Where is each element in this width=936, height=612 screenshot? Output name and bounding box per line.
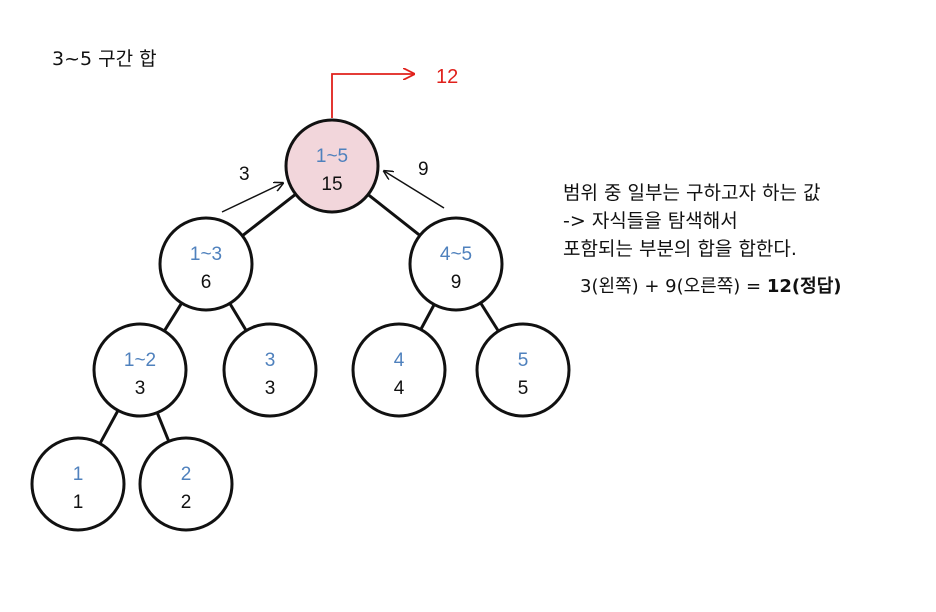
node-sum-label: 5 [518, 378, 529, 399]
node-circle [138, 436, 234, 532]
node-range-label: 1 [73, 464, 84, 485]
right-arrow-label: 9 [418, 159, 429, 180]
tree-node-n6: 44 [351, 322, 447, 418]
tree-node-n4: 1~23 [92, 322, 188, 418]
node-range-label: 4 [394, 350, 405, 371]
explanation-line-2: -> 자식들을 탐색해서 [563, 210, 738, 232]
node-circle [222, 322, 318, 418]
node-range-label: 1~2 [124, 350, 156, 371]
left-child-up-arrow [221, 183, 283, 213]
node-circle [475, 322, 571, 418]
node-sum-label: 15 [321, 174, 342, 195]
right-child-up-arrow [384, 171, 445, 209]
tree-edge-n1-n2 [241, 193, 297, 237]
tree-node-n7: 55 [475, 322, 571, 418]
node-sum-label: 1 [73, 492, 84, 513]
tree-node-n3: 4~59 [408, 216, 504, 312]
explanation-line-1: 범위 중 일부는 구하고자 하는 값 [563, 182, 821, 204]
tree-node-n9: 22 [138, 436, 234, 532]
tree-edge-n3-n6 [419, 303, 436, 331]
tree-edge-n1-n3 [367, 193, 421, 237]
node-sum-label: 6 [201, 272, 212, 293]
node-circle [92, 322, 188, 418]
node-range-label: 5 [518, 350, 529, 371]
tree-edge-n3-n7 [479, 302, 500, 332]
tree-node-n8: 11 [30, 436, 126, 532]
node-sum-label: 3 [265, 378, 276, 399]
node-circle [284, 118, 380, 214]
node-sum-label: 3 [135, 378, 146, 399]
node-range-label: 1~5 [316, 146, 348, 167]
tree-edge-n2-n5 [228, 302, 248, 332]
tree-edge-n2-n4 [163, 302, 183, 332]
formula: 3(왼쪽) + 9(오른쪽) = 12(정답) [580, 272, 841, 298]
node-circle [351, 322, 447, 418]
node-circle [30, 436, 126, 532]
diagram-title: 3~5 구간 합 [52, 48, 157, 70]
node-range-label: 4~5 [440, 244, 472, 265]
node-circle [158, 216, 254, 312]
node-range-label: 2 [181, 464, 192, 485]
left-arrow-label: 3 [239, 164, 250, 185]
tree-node-n1: 1~515 [284, 118, 380, 214]
tree-edge-n4-n8 [98, 409, 120, 445]
node-sum-label: 9 [451, 272, 462, 293]
tree-node-n2: 1~36 [158, 216, 254, 312]
node-circle [408, 216, 504, 312]
node-range-label: 3 [265, 350, 276, 371]
node-range-label: 1~3 [190, 244, 222, 265]
tree-edges [98, 193, 500, 445]
tree-edge-n4-n9 [155, 412, 171, 442]
formula-expression: 3(왼쪽) + 9(오른쪽) = [580, 276, 767, 297]
explanation-line-3: 포함되는 부분의 합을 합한다. [563, 238, 797, 260]
tree-node-n5: 33 [222, 322, 318, 418]
node-sum-label: 2 [181, 492, 192, 513]
node-sum-label: 4 [394, 378, 405, 399]
result-arrow [331, 74, 414, 118]
result-label: 12 [436, 66, 458, 88]
formula-answer: 12(정답) [766, 276, 842, 297]
